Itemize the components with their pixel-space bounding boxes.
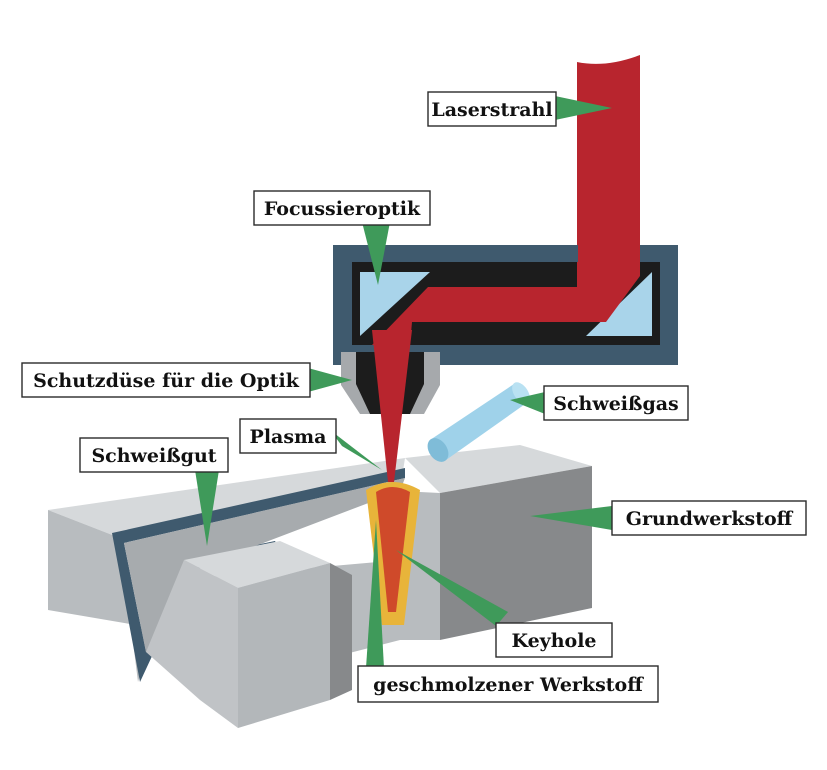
pointer-laserstrahl: [555, 96, 612, 120]
laser-beam-horizontal: [372, 262, 640, 345]
keyhole-shape: [376, 487, 410, 612]
laser-beam: [577, 55, 640, 300]
label-schweissgas-text: Schweißgas: [553, 393, 679, 415]
front-block-face: [238, 563, 330, 728]
front-block-side: [330, 563, 352, 700]
label-laserstrahl: Laserstrahl: [427, 91, 557, 127]
workpiece-right-side: [440, 466, 592, 640]
label-schutzduese-text: Schutzdüse für die Optik: [33, 370, 300, 392]
label-focussieroptik: Focussieroptik: [253, 190, 431, 226]
pointer-geschmolzener: [366, 520, 384, 668]
label-plasma: Plasma: [239, 418, 337, 454]
label-keyhole: Keyhole: [495, 622, 613, 658]
label-focussieroptik-text: Focussieroptik: [264, 198, 421, 220]
label-laserstrahl-text: Laserstrahl: [431, 99, 552, 121]
laser-beam-vertical: [577, 55, 640, 300]
weld-seam: [112, 468, 405, 682]
gas-tube: [427, 382, 530, 462]
pointers: [195, 96, 612, 668]
pointer-focussieroptik: [362, 222, 390, 285]
pointer-keyhole: [396, 550, 508, 626]
pointer-plasma: [330, 430, 382, 470]
workpiece-right-top: [405, 445, 592, 493]
label-plasma-text: Plasma: [250, 426, 327, 448]
label-schutzduese: Schutzdüse für die Optik: [21, 362, 311, 398]
label-schweissgut-text: Schweißgut: [91, 445, 216, 467]
pointer-schweissgas: [510, 392, 545, 414]
pointer-grundwerkstoff: [530, 506, 612, 530]
workpiece-left-top: [48, 458, 405, 538]
label-grundwerkstoff: Grundwerkstoff: [611, 500, 807, 536]
workpiece: [48, 445, 592, 728]
label-grundwerkstoff-text: Grundwerkstoff: [626, 508, 794, 530]
label-schweissgas: Schweißgas: [543, 385, 689, 421]
pointer-schweissgut: [195, 470, 219, 546]
front-block-front: [146, 560, 238, 728]
label-geschmolzener: geschmolzener Werkstoff: [357, 665, 659, 703]
label-geschmolzener-text: geschmolzener Werkstoff: [373, 674, 644, 696]
label-schweissgut: Schweißgut: [79, 437, 229, 473]
label-keyhole-text: Keyhole: [511, 630, 596, 652]
gas-tube-body: [430, 384, 528, 460]
pointer-schutzduese: [308, 368, 352, 392]
laser-beam-focused: [372, 330, 412, 482]
focusing-optic-left: [360, 272, 430, 336]
gas-tube-opening: [427, 438, 449, 462]
front-block-top: [184, 541, 330, 588]
